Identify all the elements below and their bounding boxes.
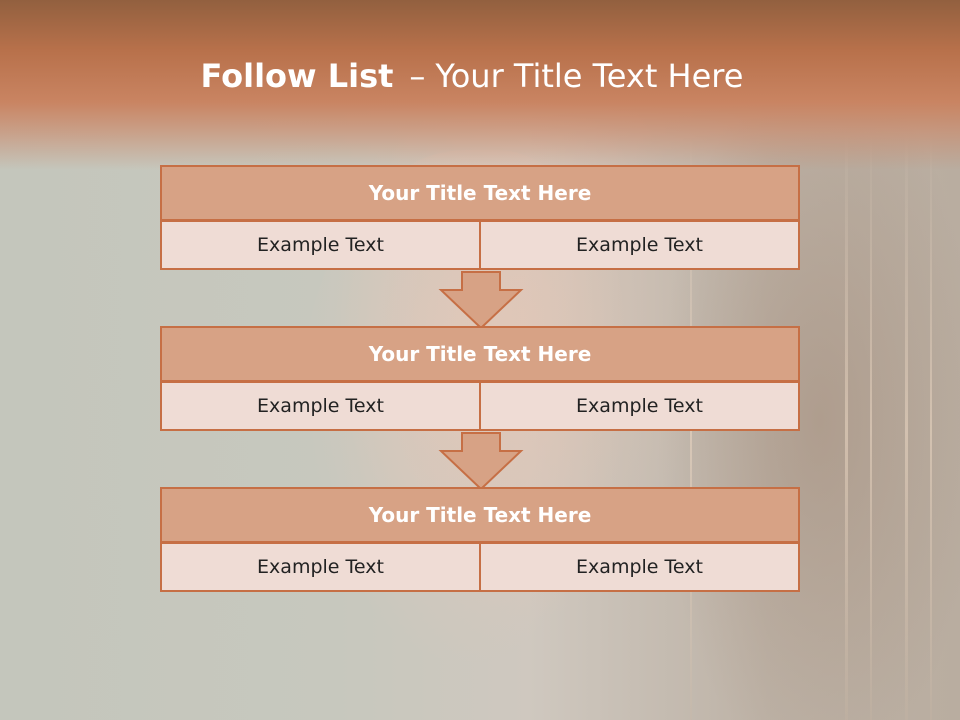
hair-strand bbox=[845, 130, 848, 720]
header-band bbox=[0, 0, 960, 170]
step-cell-left: Example Text bbox=[160, 542, 481, 592]
step-cell-right: Example Text bbox=[479, 542, 800, 592]
hair-strand bbox=[905, 130, 908, 720]
step-cell-left: Example Text bbox=[160, 381, 481, 431]
step-title: Your Title Text Here bbox=[160, 165, 800, 221]
step-cell-left: Example Text bbox=[160, 220, 481, 270]
step-row: Example Text Example Text bbox=[160, 381, 800, 431]
title-rest: Your Title Text Here bbox=[435, 57, 744, 95]
title-separator: – bbox=[409, 57, 426, 95]
step-title: Your Title Text Here bbox=[160, 487, 800, 543]
hair-strand bbox=[870, 130, 872, 720]
step-cell-right: Example Text bbox=[479, 220, 800, 270]
step-block-2: Your Title Text Here Example Text Exampl… bbox=[160, 326, 800, 431]
step-cell-right: Example Text bbox=[479, 381, 800, 431]
slide-title: Follow List–Your Title Text Here bbox=[0, 52, 944, 100]
step-block-1: Your Title Text Here Example Text Exampl… bbox=[160, 165, 800, 270]
down-arrow-icon bbox=[438, 271, 524, 329]
step-title: Your Title Text Here bbox=[160, 326, 800, 382]
step-block-3: Your Title Text Here Example Text Exampl… bbox=[160, 487, 800, 592]
step-row: Example Text Example Text bbox=[160, 220, 800, 270]
step-row: Example Text Example Text bbox=[160, 542, 800, 592]
hair-strand bbox=[930, 130, 932, 720]
title-bold: Follow List bbox=[200, 57, 394, 95]
down-arrow-icon bbox=[438, 432, 524, 490]
